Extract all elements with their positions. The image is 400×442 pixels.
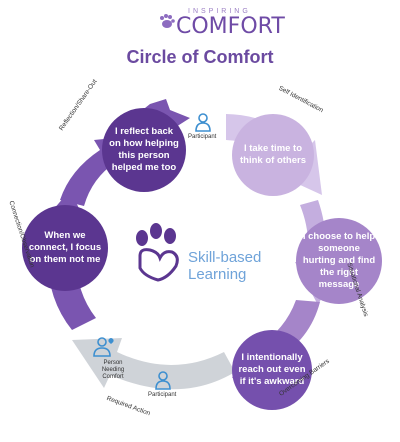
node-reach-out-text: I intentionally reach out even if it's a… [238, 352, 306, 387]
participant-bottom-icon [155, 371, 171, 390]
logo-tagline: INSPIRING [188, 8, 251, 15]
node-reflect: I reflect back on how helping this perso… [102, 108, 186, 192]
node-think-of-others-text: I take time to think of others [240, 143, 306, 166]
center-line-1: Skill-based [188, 249, 262, 266]
arrow-required-action [72, 338, 235, 390]
person-needing-comfort-label: Person Needing Comfort [101, 360, 125, 381]
logo-wordmark: COMFORT [176, 14, 285, 39]
participant-top-label: Participant [188, 134, 217, 140]
node-connect-text: When we connect, I focus on them not me [28, 230, 102, 265]
node-reach-out: I intentionally reach out even if it's a… [232, 330, 312, 410]
page-title: Circle of Comfort [126, 47, 274, 67]
center-line-2: Learning [188, 266, 247, 284]
center-label: Skill-based Learning [188, 249, 261, 284]
node-choose-to-help: I choose to help someone hurting and fin… [296, 218, 382, 304]
node-choose-to-help-text: I choose to help someone hurting and fin… [302, 231, 376, 290]
node-connect: When we connect, I focus on them not me [22, 205, 108, 291]
node-think-of-others: I take time to think of others [232, 114, 314, 196]
participant-bottom-label: Participant [148, 392, 177, 398]
paw-logo-icon [160, 14, 175, 28]
participant-icon [195, 113, 211, 132]
person-needing-comfort-icon [93, 337, 114, 357]
node-reflect-text: I reflect back on how helping this perso… [109, 126, 179, 173]
paw-heart-icon [136, 223, 179, 282]
